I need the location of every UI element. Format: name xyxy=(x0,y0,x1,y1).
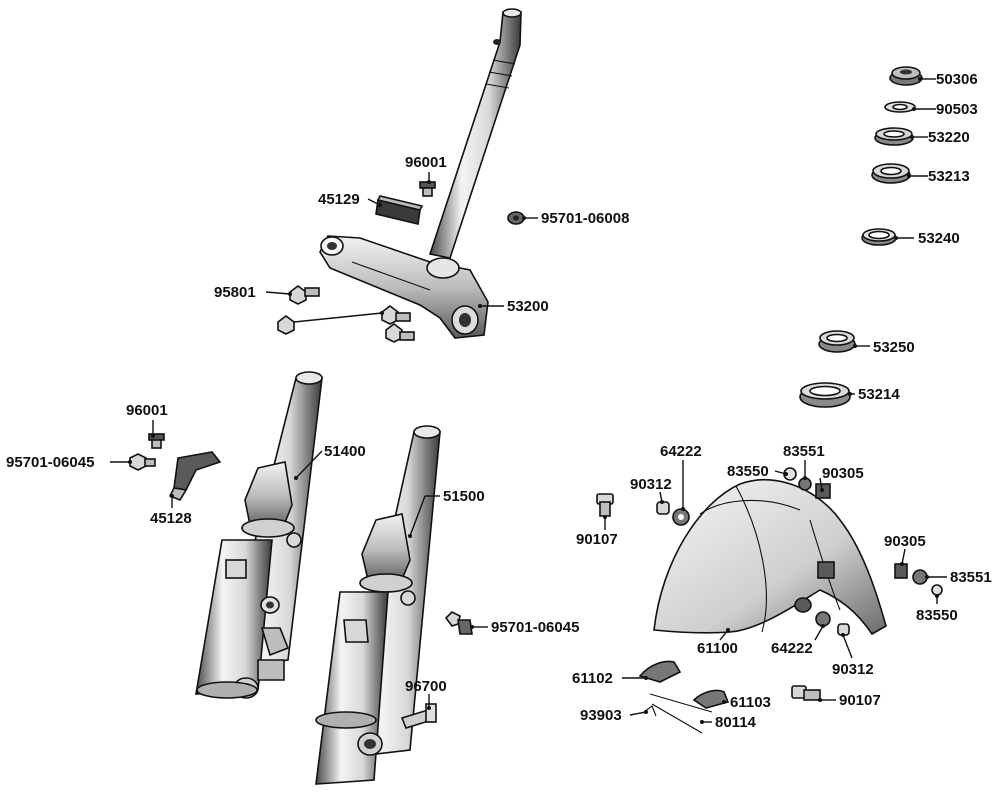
label-90312-bottom: 90312 xyxy=(832,661,874,678)
label-61103: 61103 xyxy=(730,694,771,711)
bearing-race-53220-part xyxy=(874,127,914,146)
grommet-64222-bottom-part xyxy=(815,611,831,627)
bolt-96700-part xyxy=(400,703,437,729)
label-61100: 61100 xyxy=(697,640,738,657)
label-61102: 61102 xyxy=(572,670,613,687)
spacer-90312-top-part xyxy=(656,501,670,515)
bolt-96001-top-part xyxy=(419,181,436,197)
bracket-45128-part xyxy=(168,451,222,501)
label-96001-top: 96001 xyxy=(405,154,447,171)
bolt-90107-right-part xyxy=(791,685,821,701)
label-90107-left: 90107 xyxy=(576,531,618,548)
dust-seal-53214-part xyxy=(799,382,851,408)
bolt-95801-lower-left-part xyxy=(277,315,295,335)
bolt-95801-upper-part xyxy=(289,285,320,305)
bearing-cup-50306-part xyxy=(889,66,923,86)
left-fork-51400-part xyxy=(195,371,323,699)
label-93903: 93903 xyxy=(580,707,622,724)
label-53240: 53240 xyxy=(918,230,960,247)
washer-90503-part xyxy=(884,101,916,113)
grommet-64222-top-part xyxy=(672,508,690,526)
leader-lines xyxy=(110,77,947,724)
label-90305-top: 90305 xyxy=(822,465,864,482)
nut-83551-right-part xyxy=(912,569,928,585)
label-95701-06045-right: 95701-06045 xyxy=(491,619,579,636)
label-95701-06045-left: 95701-06045 xyxy=(6,454,94,471)
label-51400: 51400 xyxy=(324,443,366,460)
label-53213: 53213 xyxy=(928,168,970,185)
label-96001-mid: 96001 xyxy=(126,402,168,419)
clip-90305-right-part xyxy=(894,563,908,579)
label-90312-top: 90312 xyxy=(630,476,672,493)
washer-83550-right-part xyxy=(931,584,943,596)
clamp-61103-part xyxy=(692,689,730,709)
label-45128: 45128 xyxy=(150,510,192,527)
label-45129: 45129 xyxy=(318,191,360,208)
right-fork-51500-part xyxy=(315,425,441,785)
bolt-96001-mid-part xyxy=(148,433,165,449)
label-95701-06008: 95701-06008 xyxy=(541,210,629,227)
label-90503: 90503 xyxy=(936,101,978,118)
bearing-53213-part xyxy=(871,163,911,184)
label-64222-top: 64222 xyxy=(660,443,702,460)
label-83550-right: 83550 xyxy=(916,607,958,624)
bracket-45129-part xyxy=(375,195,424,225)
label-50306: 50306 xyxy=(936,71,978,88)
steering-stem-part xyxy=(319,8,522,339)
front-fender-61100-part xyxy=(653,478,887,636)
label-90305-right: 90305 xyxy=(884,533,926,550)
nut-95701-06008-part xyxy=(507,211,525,225)
label-83550-top: 83550 xyxy=(727,463,769,480)
label-83551-top: 83551 xyxy=(783,443,825,460)
bolt-95701-06045-right-part xyxy=(444,611,473,635)
bolt-95801-lower-right-part xyxy=(381,305,415,343)
bolt-95701-06045-left-part xyxy=(129,453,156,471)
label-53214: 53214 xyxy=(858,386,900,403)
bolt-90107-left-part xyxy=(596,493,614,517)
label-96700: 96700 xyxy=(405,678,447,695)
label-51500: 51500 xyxy=(443,488,485,505)
label-80114: 80114 xyxy=(715,714,757,731)
label-53200: 53200 xyxy=(507,298,549,315)
label-95801: 95801 xyxy=(214,284,256,301)
wire-80114-part xyxy=(649,693,713,734)
clamp-61102-part xyxy=(638,660,682,683)
label-64222-bottom: 64222 xyxy=(771,640,813,657)
bearing-53250-part xyxy=(818,330,856,353)
label-53250: 53250 xyxy=(873,339,915,356)
label-83551-right: 83551 xyxy=(950,569,992,586)
clip-93903-part xyxy=(643,705,657,717)
label-90107-right: 90107 xyxy=(839,692,881,709)
label-53220: 53220 xyxy=(928,129,970,146)
bearing-race-53240-part xyxy=(861,228,897,246)
